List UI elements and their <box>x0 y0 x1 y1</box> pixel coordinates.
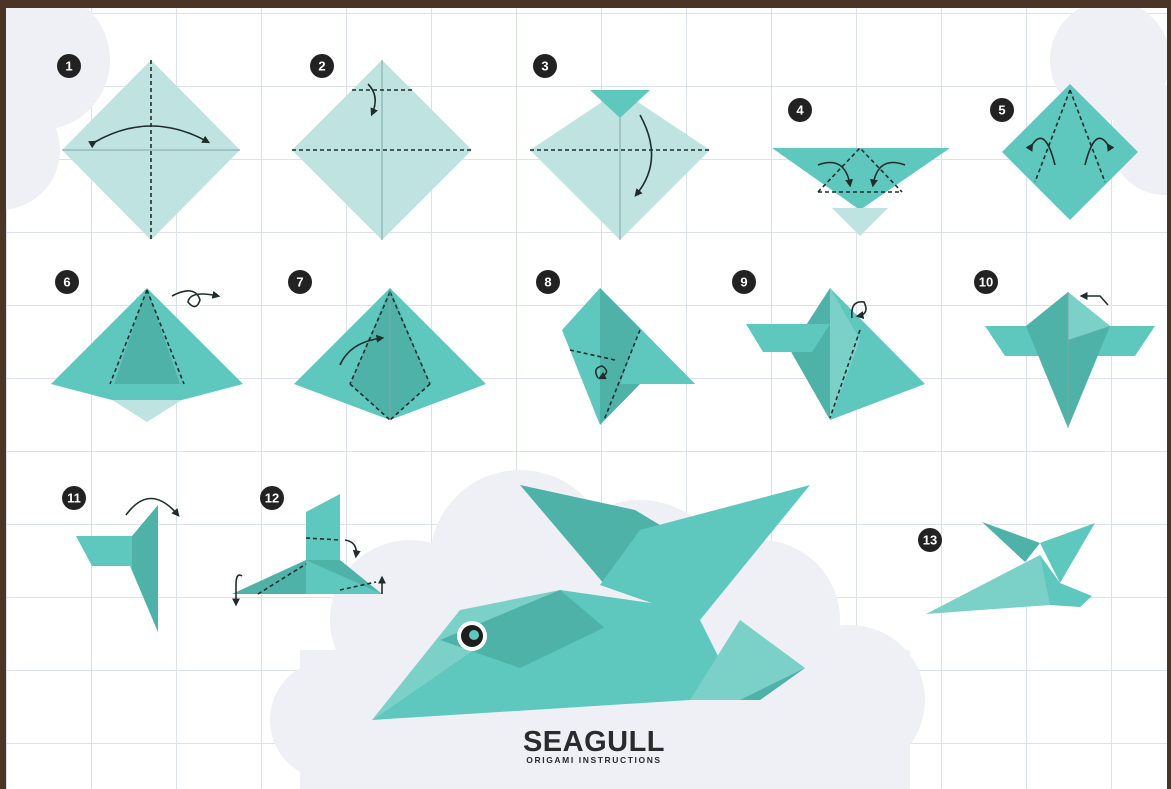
step-badge-8: 8 <box>536 270 560 294</box>
origami-diagram: 1 2 3 4 5 6 7 8 9 10 11 12 13 SEAGULL OR… <box>6 8 1167 789</box>
page-subtitle: ORIGAMI INSTRUCTIONS <box>526 755 661 765</box>
svg-text:8: 8 <box>544 275 551 290</box>
step-2-diagram <box>292 60 472 240</box>
step-4-diagram <box>772 148 950 236</box>
svg-text:2: 2 <box>318 59 325 74</box>
step-badge-3: 3 <box>533 54 557 78</box>
step-badge-4: 4 <box>788 98 812 122</box>
grid-board: 1 2 3 4 5 6 7 8 9 10 11 12 13 SEAGULL OR… <box>6 8 1167 789</box>
svg-text:6: 6 <box>63 275 70 290</box>
svg-text:12: 12 <box>265 491 279 506</box>
step-badge-10: 10 <box>974 270 998 294</box>
svg-text:4: 4 <box>796 103 804 118</box>
svg-text:5: 5 <box>998 103 1005 118</box>
step-badge-5: 5 <box>990 98 1014 122</box>
step-11-diagram <box>76 499 178 633</box>
step-badge-12: 12 <box>260 486 284 510</box>
step-badge-11: 11 <box>62 486 86 510</box>
step-badge-6: 6 <box>55 270 79 294</box>
step-badge-9: 9 <box>732 270 756 294</box>
svg-text:1: 1 <box>65 59 72 74</box>
step-badge-7: 7 <box>288 270 312 294</box>
step-3-diagram <box>530 90 710 240</box>
step-6-diagram <box>51 288 243 422</box>
step-13-bird <box>926 522 1095 614</box>
step-7-diagram <box>294 288 486 420</box>
svg-text:7: 7 <box>296 275 303 290</box>
step-badge-13: 13 <box>918 528 942 552</box>
step-badge-2: 2 <box>310 54 334 78</box>
step-12-diagram <box>232 494 382 604</box>
page-title: SEAGULL <box>523 726 665 758</box>
svg-text:3: 3 <box>541 59 548 74</box>
step-8-diagram <box>562 288 695 425</box>
svg-text:10: 10 <box>979 275 993 290</box>
step-10-diagram <box>985 292 1155 428</box>
step-badge-1: 1 <box>57 54 81 78</box>
step-9-diagram <box>746 288 925 420</box>
svg-text:11: 11 <box>67 491 81 506</box>
svg-text:9: 9 <box>740 275 747 290</box>
svg-text:13: 13 <box>923 533 937 548</box>
